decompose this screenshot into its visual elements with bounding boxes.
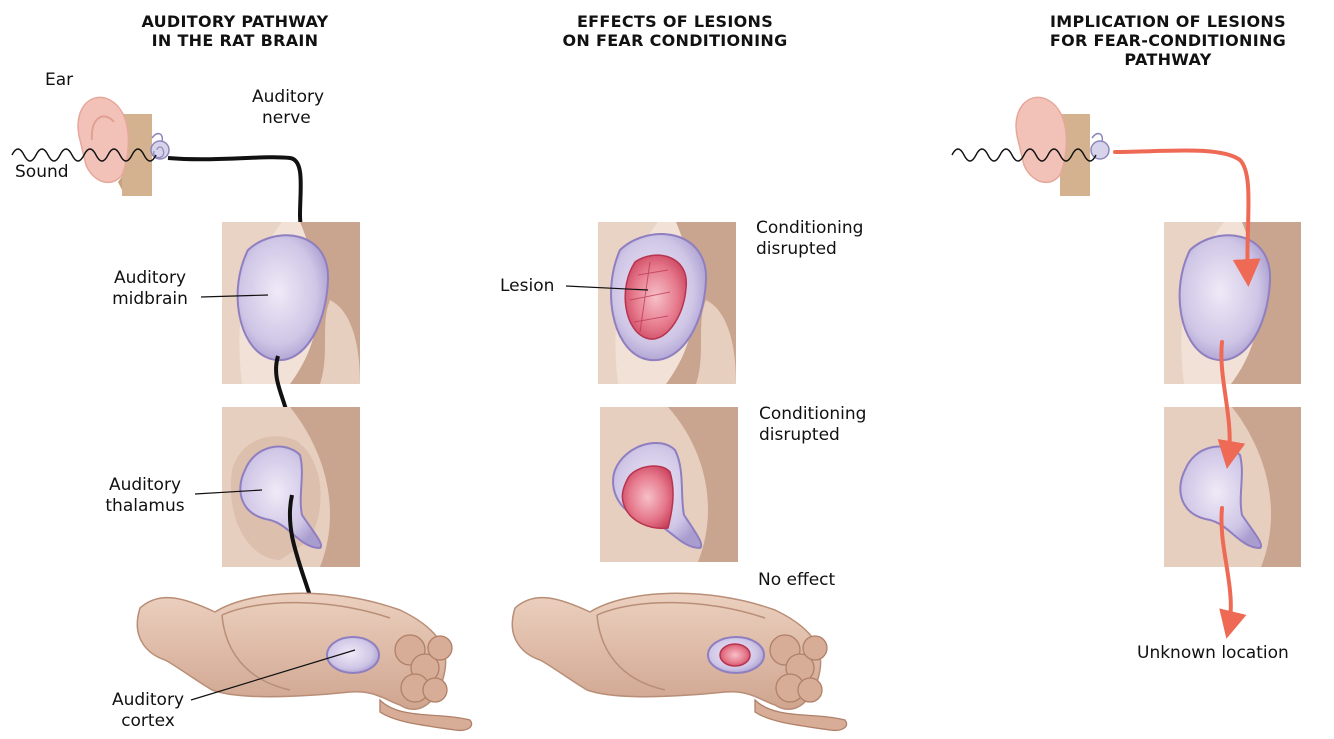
label-line: thalamus [95, 496, 195, 517]
midbrain-tile [222, 222, 360, 384]
rat-brain-middle [512, 593, 846, 730]
title-line: AUDITORY PATHWAY [110, 12, 360, 31]
label-line: Auditory [252, 87, 324, 108]
label-line: nerve [252, 108, 324, 129]
title-line: IMPLICATION OF LESIONS [1004, 12, 1332, 31]
left-panel-title: AUDITORY PATHWAY IN THE RAT BRAIN [110, 12, 360, 50]
title-line: EFFECTS OF LESIONS [550, 12, 800, 31]
auditory-nerve-label: Auditory nerve [252, 87, 324, 129]
title-line: IN THE RAT BRAIN [110, 31, 360, 50]
middle-panel-title: EFFECTS OF LESIONS ON FEAR CONDITIONING [550, 12, 800, 50]
label-line: midbrain [100, 289, 200, 310]
label-line: Conditioning [759, 404, 866, 425]
auditory-cortex-label: Auditory cortex [98, 690, 198, 732]
sound-label: Sound [15, 162, 69, 183]
unknown-location-label: Unknown location [1137, 643, 1289, 664]
thalamus-tile [222, 407, 360, 567]
label-line: disrupted [759, 425, 866, 446]
thalamus-lesion-tile [600, 407, 738, 562]
cortex-effect-label: No effect [758, 570, 835, 591]
auditory-midbrain-label: Auditory midbrain [100, 268, 200, 310]
ear-illustration [78, 97, 169, 196]
label-line: Conditioning [756, 218, 863, 239]
label-line: Auditory [98, 690, 198, 711]
midbrain-tile-right [1164, 222, 1301, 384]
ear-label: Ear [45, 70, 73, 91]
midbrain-lesion-tile [598, 222, 736, 384]
right-panel-art [952, 97, 1301, 632]
label-line: Auditory [95, 475, 195, 496]
midbrain-effect-label: Conditioning disrupted [756, 218, 863, 260]
label-line: disrupted [756, 239, 863, 260]
title-line: ON FEAR CONDITIONING [550, 31, 800, 50]
thalamus-tile-right [1164, 407, 1301, 567]
right-panel-title: IMPLICATION OF LESIONS FOR FEAR-CONDITIO… [1004, 12, 1332, 69]
middle-panel-art [512, 222, 846, 730]
title-line: FOR FEAR-CONDITIONING PATHWAY [1004, 31, 1332, 69]
left-panel-art [12, 97, 472, 730]
auditory-thalamus-label: Auditory thalamus [95, 475, 195, 517]
lesion-label: Lesion [500, 276, 554, 297]
thalamus-effect-label: Conditioning disrupted [759, 404, 866, 446]
label-line: Auditory [100, 268, 200, 289]
label-line: cortex [98, 711, 198, 732]
ear-illustration-right [1016, 97, 1109, 196]
